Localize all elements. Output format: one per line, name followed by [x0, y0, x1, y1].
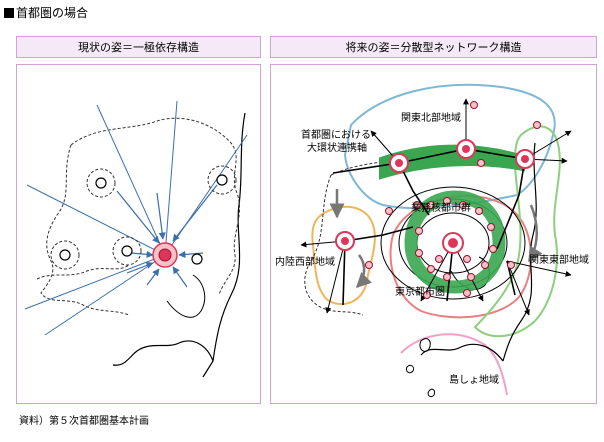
right-panel-heading-text: 将来の姿＝分散型ネットワーク構造	[345, 41, 522, 54]
node-west	[335, 231, 355, 251]
label-tokyo-metro: 東京都市圏	[395, 285, 445, 298]
island-3	[427, 388, 435, 398]
arrows-to-center	[116, 184, 218, 288]
north-kanto-zone	[343, 83, 556, 210]
inland-west-zone	[311, 205, 376, 306]
bay-outline	[166, 274, 206, 318]
right-panel-heading: 将来の姿＝分散型ネットワーク構造	[270, 36, 597, 58]
island-2	[406, 364, 414, 374]
grey-link-arrows	[329, 189, 543, 289]
sub-centers	[59, 174, 228, 265]
node-north-center	[456, 139, 476, 159]
diagram-title: 首都圏の場合	[4, 6, 88, 20]
west-boundary	[36, 264, 130, 280]
node-north-east	[515, 149, 535, 169]
square-bullet-icon	[4, 8, 14, 18]
major-nodes	[335, 139, 535, 254]
connection-lines	[332, 148, 526, 306]
left-panel-current-structure	[16, 64, 261, 404]
node-tokyo	[442, 232, 464, 254]
tokyo-center-node	[152, 242, 178, 268]
title-text: 首都圏の場合	[16, 6, 89, 20]
label-inland-west: 内陸西部地域	[275, 255, 335, 268]
left-panel-heading: 現状の姿＝一極依存構造	[16, 36, 261, 58]
east-kanto-zone	[473, 125, 561, 338]
node-rings	[50, 165, 237, 270]
left-map	[24, 100, 248, 378]
right-panel-future-structure: 関東北部地域 首都圏における 大環状連携軸 業務核都市群 内陸西部地域 関東東部…	[270, 64, 597, 404]
node-north-west	[389, 153, 409, 173]
coastline	[112, 112, 246, 378]
label-axis-line1: 首都圏における	[301, 128, 371, 141]
left-panel-heading-text: 現状の姿＝一極依存構造	[78, 41, 199, 54]
source-note: 資料）第５次首都圏基本計画	[19, 416, 149, 427]
region-boundary	[40, 117, 241, 316]
label-north-kanto: 関東北部地域	[401, 111, 461, 124]
label-core-cities: 業務核都市群	[411, 201, 471, 214]
minor-nodes	[365, 101, 541, 299]
coastline	[420, 142, 537, 362]
label-east-kanto: 関東東部地域	[529, 253, 589, 266]
right-map: 関東北部地域 首都圏における 大環状連携軸 業務核都市群 内陸西部地域 関東東部…	[275, 83, 589, 398]
island-1	[419, 338, 431, 352]
label-islands: 島しょ地域	[449, 373, 499, 386]
radial-lines	[24, 100, 248, 336]
islands-zone	[400, 333, 508, 396]
label-axis-line2: 大環状連携軸	[307, 141, 367, 154]
